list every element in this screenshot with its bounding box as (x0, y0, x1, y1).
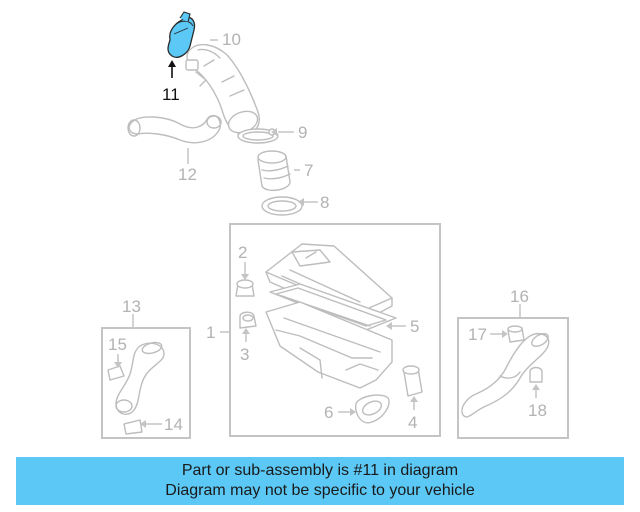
part-12-label: 12 (178, 165, 197, 184)
part-6-label: 6 (324, 403, 333, 422)
part-16-box (457, 317, 569, 439)
part-9-arrowhead (271, 128, 277, 136)
part-15-clip[interactable] (107, 365, 125, 381)
part-8-arrowhead (298, 198, 304, 206)
part-16-label: 16 (510, 287, 529, 306)
part-15-label: 15 (108, 335, 127, 354)
banner-line-disclaimer: Diagram may not be specific to your vehi… (165, 482, 475, 499)
part-10-label: 10 (222, 30, 241, 49)
part-12-hose[interactable] (127, 114, 222, 144)
part-1-assembly-box (229, 223, 441, 437)
part-14-clip[interactable] (123, 419, 143, 435)
part-3-label: 3 (240, 345, 249, 364)
part-13-box (101, 327, 191, 439)
part-15-arrowhead (114, 362, 122, 368)
part-13-label: 13 (122, 297, 141, 316)
part-14-label: 14 (164, 415, 183, 434)
part-3-grommet[interactable] (239, 311, 257, 329)
part-16-hose[interactable] (461, 331, 550, 418)
part-9-label: 9 (298, 123, 307, 142)
banner-line-part-number: Part or sub-assembly is #11 in diagram (181, 462, 459, 479)
part-18-grommet[interactable] (529, 366, 543, 383)
part-3-arrowhead (242, 328, 250, 334)
part-7-label: 7 (304, 161, 313, 180)
part-4-label: 4 (408, 413, 417, 432)
part-6-arrowhead (350, 408, 356, 416)
part-9-clamp[interactable] (237, 128, 279, 144)
part-1-label: 1 (206, 323, 215, 342)
part-13-hose[interactable] (115, 341, 165, 415)
air-cleaner-lower-case[interactable] (265, 301, 393, 389)
part-17-label: 17 (468, 325, 487, 344)
part-8-gasket[interactable] (261, 196, 303, 216)
part-6-seal[interactable] (355, 394, 390, 424)
part-2-arrowhead (241, 274, 249, 280)
part-4-cap[interactable] (402, 365, 423, 397)
part-7-airflow-tube[interactable] (257, 150, 291, 192)
part-11-clamp[interactable] (167, 11, 196, 58)
part-5-label: 5 (410, 317, 419, 336)
part-17-arrowhead (502, 330, 508, 338)
part-18-label: 18 (528, 401, 547, 420)
part-18-arrowhead (532, 384, 540, 390)
part-8-label: 8 (320, 193, 329, 212)
part-2-label: 2 (238, 243, 247, 262)
part-11-arrowhead (168, 60, 176, 67)
info-banner: Part or sub-assembly is #11 in diagram D… (16, 457, 624, 505)
part-17-grommet[interactable] (507, 325, 525, 343)
part-5-arrowhead (386, 322, 392, 330)
part-4-arrowhead (410, 396, 418, 402)
part-2-grommet[interactable] (235, 279, 255, 297)
part-10-intake-duct[interactable] (185, 43, 261, 137)
part-14-arrowhead (140, 420, 146, 428)
part-11-label: 11 (162, 85, 180, 104)
